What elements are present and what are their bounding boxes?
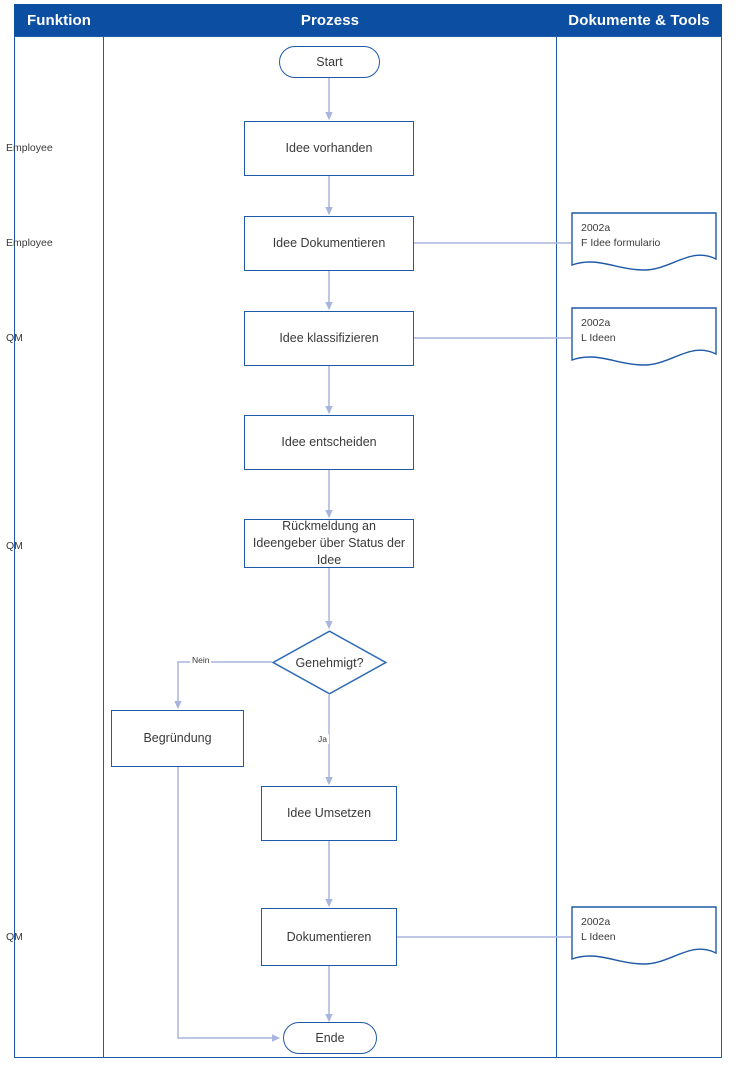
node-idee-klassifizieren[interactable]: Idee klassifizieren xyxy=(244,311,414,366)
header-column-dokumente-tools: Dokumente & Tools xyxy=(556,4,722,36)
lane-divider-left xyxy=(103,36,104,1058)
node-start[interactable]: Start xyxy=(279,46,380,78)
node-begruendung[interactable]: Begründung xyxy=(111,710,244,767)
lane-label-employee-2: Employee xyxy=(6,237,53,249)
node-idee-entscheiden[interactable]: Idee entscheiden xyxy=(244,415,414,470)
document-shape-l-ideen-1[interactable]: 2002a L Ideen xyxy=(571,307,717,369)
lane-label-qm-2: QM xyxy=(6,540,23,552)
swimlane-frame xyxy=(14,36,722,1058)
node-idee-umsetzen[interactable]: Idee Umsetzen xyxy=(261,786,397,841)
document-icon xyxy=(571,906,717,965)
lane-label-qm-3: QM xyxy=(6,931,23,943)
node-idee-dokumentieren[interactable]: Idee Dokumentieren xyxy=(244,216,414,271)
node-begruendung-label: Begründung xyxy=(143,731,212,746)
node-idee-entscheiden-label: Idee entscheiden xyxy=(281,435,377,450)
document-shape-l-ideen-2[interactable]: 2002a L Ideen xyxy=(571,906,717,968)
document-icon xyxy=(571,212,717,271)
edge-label-ja: Ja xyxy=(316,734,329,744)
document-shape-f-idee-formulario[interactable]: 2002a F Idee formulario xyxy=(571,212,717,274)
node-rueckmeldung[interactable]: Rückmeldung an Ideengeber über Status de… xyxy=(244,519,414,568)
header-label-prozess: Prozess xyxy=(300,11,360,29)
node-idee-umsetzen-label: Idee Umsetzen xyxy=(286,806,372,821)
lane-label-employee-1: Employee xyxy=(6,142,53,154)
header-column-prozess: Prozess xyxy=(104,4,556,36)
node-dokumentieren[interactable]: Dokumentieren xyxy=(261,908,397,966)
node-idee-vorhanden-label: Idee vorhanden xyxy=(285,141,373,156)
node-idee-vorhanden[interactable]: Idee vorhanden xyxy=(244,121,414,176)
document-label-2: 2002a L Ideen xyxy=(581,317,616,345)
node-idee-klassifizieren-label: Idee klassifizieren xyxy=(279,331,379,346)
node-dokumentieren-label: Dokumentieren xyxy=(286,929,372,944)
node-genehmigt[interactable]: Genehmigt? xyxy=(272,630,387,695)
header-column-funktion: Funktion xyxy=(14,4,104,36)
header-label-funktion: Funktion xyxy=(26,11,92,29)
lane-label-qm-1: QM xyxy=(6,332,23,344)
document-icon xyxy=(571,307,717,366)
node-start-label: Start xyxy=(316,54,343,69)
diamond-shape xyxy=(272,630,387,695)
document-label-1: 2002a F Idee formulario xyxy=(581,222,661,250)
document-label-3: 2002a L Ideen xyxy=(581,916,616,944)
node-idee-dokumentieren-label: Idee Dokumentieren xyxy=(272,236,386,251)
lane-divider-right xyxy=(556,36,557,1058)
node-genehmigt-label: Genehmigt? xyxy=(295,655,364,670)
header-label-dokumente-tools: Dokumente & Tools xyxy=(568,11,710,29)
node-ende-label: Ende xyxy=(315,1030,345,1045)
edge-label-nein: Nein xyxy=(190,655,212,665)
node-rueckmeldung-label: Rückmeldung an Ideengeber über Status de… xyxy=(252,519,406,567)
node-ende[interactable]: Ende xyxy=(283,1022,377,1054)
